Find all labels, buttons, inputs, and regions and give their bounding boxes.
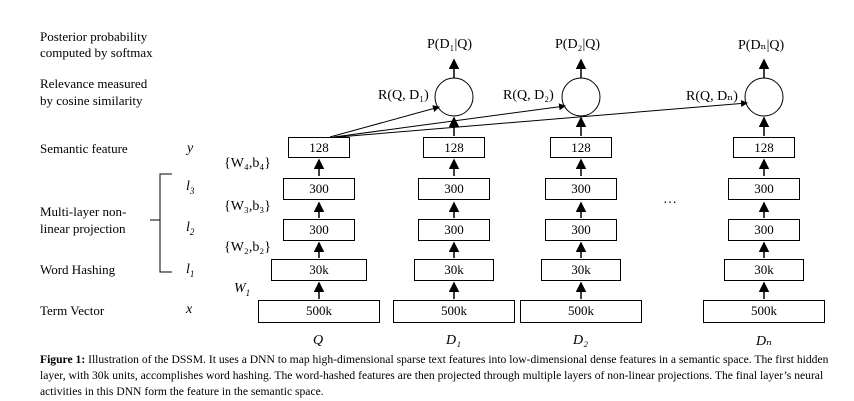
symbol-y: y bbox=[187, 141, 194, 156]
prob-dn: P(Dₙ|Q) bbox=[738, 38, 785, 53]
weight-w4: {W₄,b₄} bbox=[224, 156, 271, 171]
doc-label-d2: D₂ bbox=[573, 333, 588, 348]
caption-label: Figure 1: bbox=[40, 353, 86, 366]
prob-d2: P(D₂|Q) bbox=[555, 37, 601, 52]
label-posterior-2: computed by softmax bbox=[40, 45, 153, 60]
d1-input-500k: 500k bbox=[393, 300, 515, 323]
q-hash-30k: 30k bbox=[271, 259, 367, 281]
d2-hash-30k: 30k bbox=[541, 259, 621, 281]
q-layer3-300: 300 bbox=[283, 178, 355, 200]
label-posterior-1: Posterior probability bbox=[40, 29, 148, 44]
q-semantic-128: 128 bbox=[288, 137, 350, 158]
more-documents-ellipsis: … bbox=[663, 192, 678, 207]
d2-input-500k: 500k bbox=[520, 300, 642, 323]
weight-w3: {W₃,b₃} bbox=[224, 199, 271, 214]
prob-d1: P(D₁|Q) bbox=[427, 37, 473, 52]
label-relevance-2: by cosine similarity bbox=[40, 93, 143, 108]
label-multilayer-1: Multi-layer non- bbox=[40, 204, 127, 219]
d1-semantic-128: 128 bbox=[423, 137, 485, 158]
d1-hash-30k: 30k bbox=[414, 259, 494, 281]
relevance-dn: R(Q, Dₙ) bbox=[686, 89, 738, 104]
d2-layer2-300: 300 bbox=[545, 219, 617, 241]
q-input-500k: 500k bbox=[258, 300, 380, 323]
doc-label-q: Q bbox=[313, 333, 324, 348]
label-term-vector: Term Vector bbox=[40, 303, 105, 318]
d1-layer3-300: 300 bbox=[418, 178, 490, 200]
dn-input-500k: 500k bbox=[703, 300, 825, 323]
doc-label-d1: D₁ bbox=[446, 333, 461, 348]
symbol-l2: l2 bbox=[186, 220, 195, 237]
label-word-hashing: Word Hashing bbox=[40, 262, 116, 277]
q-layer2-300: 300 bbox=[283, 219, 355, 241]
d2-semantic-128: 128 bbox=[550, 137, 612, 158]
query-connections bbox=[329, 100, 748, 138]
doc-label-dn: Dₙ bbox=[756, 334, 772, 349]
symbol-l3: l3 bbox=[186, 179, 195, 196]
figure-caption: Figure 1: Illustration of the DSSM. It u… bbox=[40, 352, 850, 400]
cosine-node-dn bbox=[744, 77, 784, 117]
dn-hash-30k: 30k bbox=[724, 259, 804, 281]
symbol-l1: l1 bbox=[186, 262, 195, 279]
layer-bracket bbox=[159, 173, 172, 273]
dn-layer3-300: 300 bbox=[728, 178, 800, 200]
relevance-d1: R(Q, D₁) bbox=[378, 88, 429, 103]
dn-layer2-300: 300 bbox=[728, 219, 800, 241]
dn-semantic-128: 128 bbox=[733, 137, 795, 158]
relevance-d2: R(Q, D₂) bbox=[503, 88, 554, 103]
symbol-x: x bbox=[186, 302, 193, 317]
label-semantic-feature: Semantic feature bbox=[40, 141, 128, 156]
label-multilayer-2: linear projection bbox=[40, 221, 126, 236]
d1-layer2-300: 300 bbox=[418, 219, 490, 241]
cosine-node-d1 bbox=[434, 77, 474, 117]
caption-text: Illustration of the DSSM. It uses a DNN … bbox=[40, 353, 829, 398]
label-relevance-1: Relevance measured bbox=[40, 76, 148, 91]
weight-w1: W1 bbox=[234, 281, 251, 298]
weight-w2: {W₂,b₂} bbox=[224, 240, 271, 255]
d2-layer3-300: 300 bbox=[545, 178, 617, 200]
cosine-node-d2 bbox=[561, 77, 601, 117]
